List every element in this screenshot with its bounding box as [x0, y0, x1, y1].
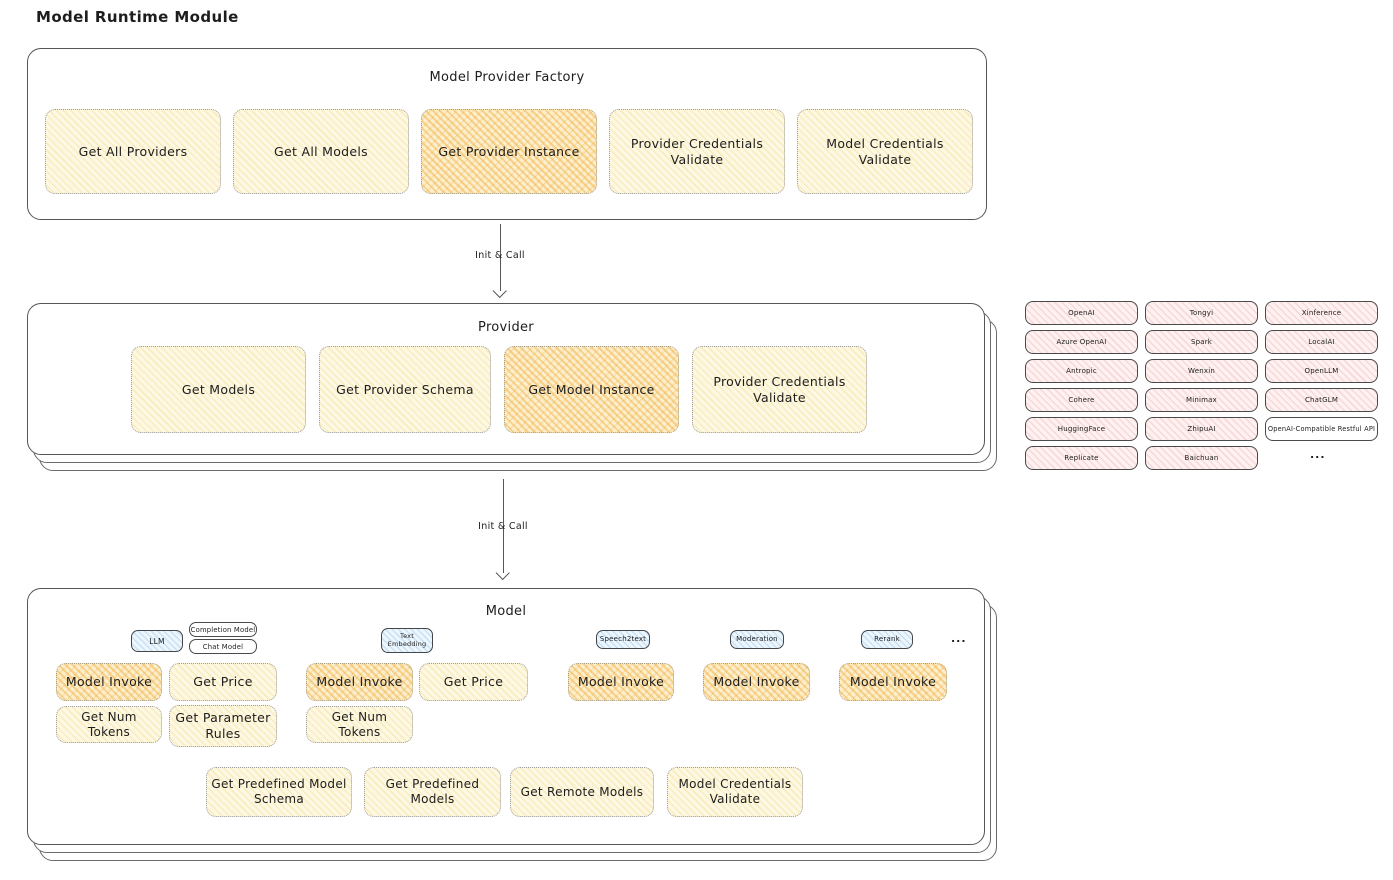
arrow-down-icon [495, 565, 510, 581]
model-get-remote-models: Get Remote Models [510, 767, 654, 817]
tag-moderation: Moderation [730, 630, 784, 649]
tag-chat-model: Chat Model [189, 639, 257, 654]
factory-panel: Model Provider Factory Get All Providers… [27, 48, 987, 220]
arrow-line [500, 224, 501, 291]
provider-pill-xinference: Xinference [1265, 301, 1378, 325]
provider-pill-antropic: Antropic [1025, 359, 1138, 383]
arrow-label-init-call-1: Init & Call [475, 250, 525, 261]
page-title: Model Runtime Module [36, 8, 239, 26]
factory-get-provider-instance: Get Provider Instance [421, 109, 597, 194]
llm-model-invoke: Model Invoke [56, 663, 162, 701]
provider-pill-zhipuai: ZhipuAI [1145, 417, 1258, 441]
provider-pill-wenxin: Wenxin [1145, 359, 1258, 383]
tag-rerank: Rerank [861, 630, 913, 649]
provider-panel: Provider Get Models Get Provider Schema … [27, 303, 985, 455]
rerank-model-invoke: Model Invoke [839, 663, 947, 701]
model-panel-title: Model [485, 604, 527, 619]
provider-pill-localai: LocalAI [1265, 330, 1378, 354]
provider-provider-credentials-validate: Provider Credentials Validate [692, 346, 867, 433]
arrow-provider-to-model [495, 479, 511, 581]
provider-pill-openai: OpenAI [1025, 301, 1138, 325]
factory-get-all-providers: Get All Providers [45, 109, 221, 194]
provider-pill-minimax: Minimax [1145, 388, 1258, 412]
factory-get-all-models: Get All Models [233, 109, 409, 194]
provider-pill-replicate: Replicate [1025, 446, 1138, 470]
providers-more-ellipsis: ... [1310, 448, 1326, 461]
model-model-credentials-validate: Model Credentials Validate [667, 767, 803, 817]
provider-pill-openai-compatible: OpenAI-Compatible Restful API [1265, 417, 1378, 441]
provider-pill-tongyi: Tongyi [1145, 301, 1258, 325]
factory-model-credentials-validate: Model Credentials Validate [797, 109, 973, 194]
provider-pill-huggingface: HuggingFace [1025, 417, 1138, 441]
arrow-line [503, 479, 504, 573]
provider-pill-spark: Spark [1145, 330, 1258, 354]
provider-pill-baichuan: Baichuan [1145, 446, 1258, 470]
text-embedding-get-num-tokens: Get Num Tokens [306, 706, 413, 743]
moderation-model-invoke: Model Invoke [703, 663, 810, 701]
model-panel: Model LLM Completion Model Chat Model Te… [27, 588, 985, 845]
arrow-factory-to-provider [492, 224, 508, 299]
model-get-predefined-models: Get Predefined Models [364, 767, 501, 817]
provider-pill-openllm: OpenLLM [1265, 359, 1378, 383]
text-embedding-model-invoke: Model Invoke [306, 663, 413, 701]
provider-get-provider-schema: Get Provider Schema [319, 346, 491, 433]
tag-llm: LLM [131, 630, 183, 652]
provider-stack: Provider Get Models Get Provider Schema … [27, 303, 997, 471]
text-embedding-get-price: Get Price [419, 663, 528, 701]
provider-panel-title: Provider [478, 320, 534, 335]
model-types-more-ellipsis: ... [951, 632, 967, 645]
model-get-predefined-model-schema: Get Predefined Model Schema [206, 767, 352, 817]
provider-pill-azure-openai: Azure OpenAI [1025, 330, 1138, 354]
arrow-down-icon [492, 283, 507, 299]
provider-get-model-instance: Get Model Instance [504, 346, 679, 433]
llm-get-parameter-rules: Get Parameter Rules [169, 705, 277, 747]
tag-text-embedding: Text Embedding [381, 628, 433, 653]
tag-speech2text: Speech2text [596, 630, 650, 649]
llm-get-price: Get Price [169, 663, 277, 701]
tag-completion-model: Completion Model [189, 622, 257, 637]
llm-get-num-tokens: Get Num Tokens [56, 706, 162, 743]
provider-pill-cohere: Cohere [1025, 388, 1138, 412]
speech2text-model-invoke: Model Invoke [568, 663, 674, 701]
factory-provider-credentials-validate: Provider Credentials Validate [609, 109, 785, 194]
arrow-label-init-call-2: Init & Call [478, 521, 528, 532]
model-stack: Model LLM Completion Model Chat Model Te… [27, 588, 997, 861]
factory-panel-title: Model Provider Factory [429, 70, 585, 85]
provider-get-models: Get Models [131, 346, 306, 433]
provider-pill-chatglm: ChatGLM [1265, 388, 1378, 412]
